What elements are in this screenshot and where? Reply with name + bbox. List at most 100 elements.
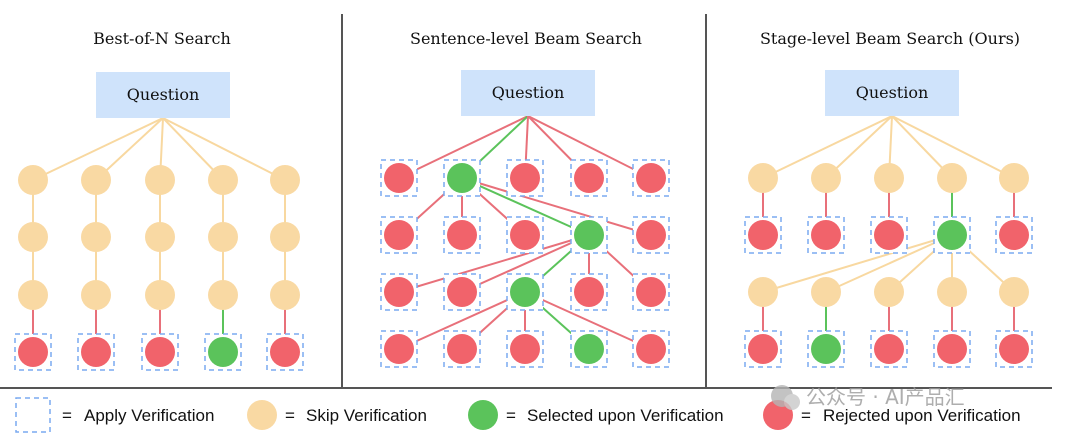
selected-node — [811, 334, 841, 364]
skip-node — [270, 280, 300, 310]
rejected-node — [636, 163, 666, 193]
question-label: Question — [492, 83, 565, 102]
tree-edge — [398, 234, 590, 293]
tree-edge — [398, 115, 529, 179]
skip-node — [208, 280, 238, 310]
skip-node — [145, 222, 175, 252]
selected-node — [510, 277, 540, 307]
legend-equals: = — [506, 406, 516, 425]
panel-sentence-level-beam-search: Sentence-level Beam Search Question — [380, 29, 670, 368]
skip-node — [937, 163, 967, 193]
nodes — [380, 159, 670, 368]
question-box — [461, 70, 595, 116]
rejected-node — [937, 334, 967, 364]
wechat-logo-icon-small — [784, 394, 800, 410]
rejected-node — [447, 277, 477, 307]
selected-node — [208, 337, 238, 367]
legend-apply-label: Apply Verification — [84, 406, 214, 425]
legend-rejected-label: Rejected upon Verification — [823, 406, 1021, 425]
skip-node — [874, 163, 904, 193]
tree-edge — [398, 291, 526, 350]
panel-title: Sentence-level Beam Search — [410, 29, 642, 48]
rejected-node — [748, 334, 778, 364]
skip-node — [145, 280, 175, 310]
skip-node — [270, 165, 300, 195]
skip-node — [208, 165, 238, 195]
legend-skip-verification-icon — [247, 400, 277, 430]
rejected-node — [447, 334, 477, 364]
rejected-node — [574, 277, 604, 307]
watermark-text: 公众号 · AI产品汇 — [806, 385, 965, 409]
nodes — [744, 163, 1033, 368]
question-label: Question — [127, 85, 200, 104]
rejected-node — [874, 220, 904, 250]
tree-edge — [524, 291, 652, 350]
rejected-node — [574, 163, 604, 193]
rejected-node — [384, 277, 414, 307]
question-box — [825, 70, 959, 116]
skip-node — [874, 277, 904, 307]
rejected-node — [384, 220, 414, 250]
skip-node — [18, 222, 48, 252]
rejected-node — [811, 220, 841, 250]
tree-edge — [762, 234, 953, 293]
skip-node — [145, 165, 175, 195]
rejected-node — [748, 220, 778, 250]
selected-node — [574, 220, 604, 250]
legend-selected-label: Selected upon Verification — [527, 406, 724, 425]
rejected-node — [636, 334, 666, 364]
rejected-node — [510, 163, 540, 193]
skip-node — [208, 222, 238, 252]
skip-node — [18, 165, 48, 195]
tree-edge — [162, 117, 286, 181]
legend-rejected-icon — [763, 400, 793, 430]
rejected-node — [874, 334, 904, 364]
panel-title: Stage-level Beam Search (Ours) — [760, 29, 1020, 48]
selected-node — [937, 220, 967, 250]
rejected-node — [145, 337, 175, 367]
skip-node — [81, 165, 111, 195]
tree-edge — [461, 177, 652, 236]
skip-node — [748, 277, 778, 307]
rejected-node — [999, 220, 1029, 250]
question-label: Question — [856, 83, 929, 102]
skip-node — [18, 280, 48, 310]
skip-node — [999, 163, 1029, 193]
tree-edge — [825, 115, 893, 179]
tree-edge — [461, 177, 590, 236]
skip-node — [748, 163, 778, 193]
watermark: 公众号 · AI产品汇 — [771, 385, 965, 410]
legend-equals: = — [285, 406, 295, 425]
rejected-node — [384, 163, 414, 193]
skip-node — [811, 163, 841, 193]
nodes — [14, 165, 304, 371]
rejected-node — [999, 334, 1029, 364]
rejected-node — [81, 337, 111, 367]
skip-node — [270, 222, 300, 252]
rejected-node — [18, 337, 48, 367]
skip-node — [811, 277, 841, 307]
rejected-node — [447, 220, 477, 250]
legend-selected-icon — [468, 400, 498, 430]
question-box — [96, 72, 230, 118]
skip-node — [999, 277, 1029, 307]
legend-equals: = — [801, 406, 811, 425]
tree-edge — [891, 115, 1015, 179]
selected-node — [574, 334, 604, 364]
tree-edge — [762, 115, 893, 179]
skip-node — [81, 280, 111, 310]
legend-equals: = — [62, 406, 72, 425]
rejected-node — [636, 220, 666, 250]
rejected-node — [270, 337, 300, 367]
tree-edge — [825, 234, 953, 293]
rejected-node — [510, 220, 540, 250]
tree-edge — [527, 115, 652, 179]
legend-skip-label: Skip Verification — [306, 406, 427, 425]
panel-best-of-n: Best-of-N Search Question — [14, 29, 304, 371]
skip-node — [937, 277, 967, 307]
panel-title: Best-of-N Search — [93, 29, 231, 48]
rejected-node — [384, 334, 414, 364]
panel-stage-level-beam-search: Stage-level Beam Search (Ours) Question — [744, 29, 1033, 368]
tree-edge — [461, 234, 590, 293]
